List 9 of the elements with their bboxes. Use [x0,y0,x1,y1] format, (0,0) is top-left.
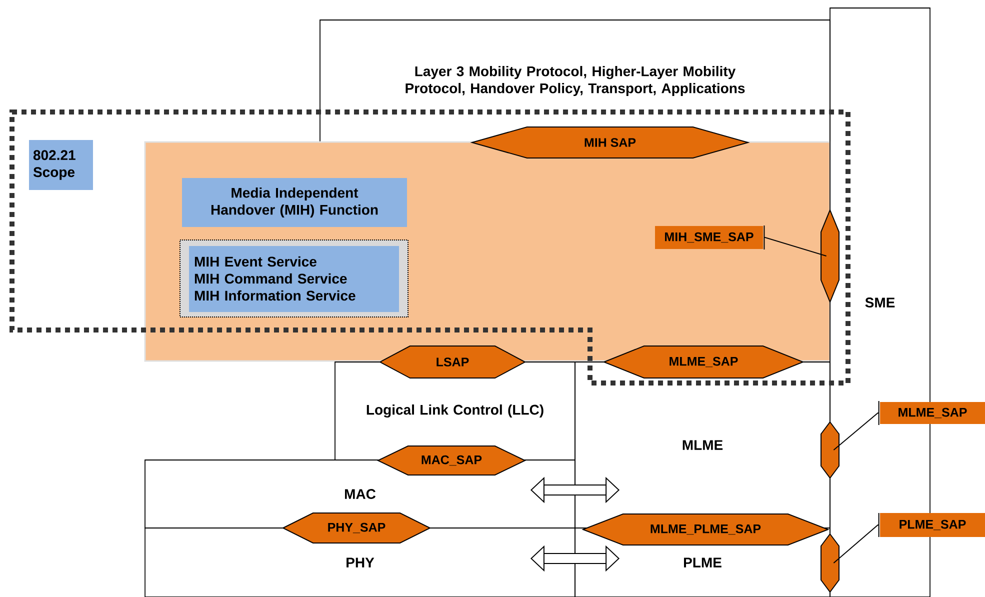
leader-line [764,237,827,256]
sap-label: MIH_SME_SAP [655,226,763,249]
sap-label: MLME_SAP [880,402,985,424]
title-box: 802.21 Scope [29,140,93,190]
service-list-box: MIH Event Service MIH Command Service MIH Information Service [180,240,408,318]
title-box: Media Independent Handover (MIH) Function [182,178,407,227]
sap-label: PLME_SAP [880,513,985,537]
leader-line [833,412,880,450]
leader-line [833,524,880,564]
